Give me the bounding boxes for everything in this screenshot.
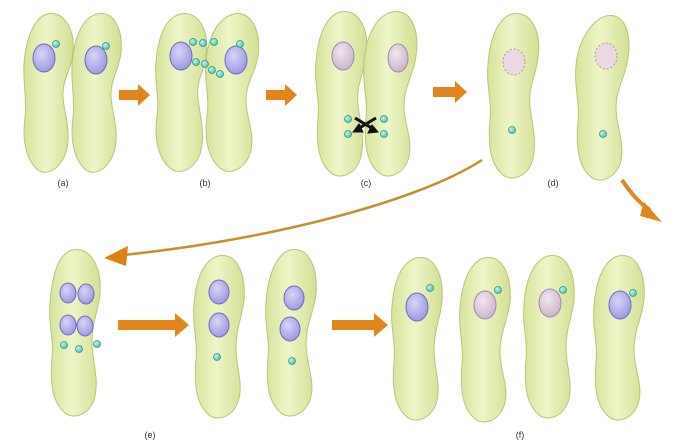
micronucleus: [344, 130, 352, 138]
paramecium-cell: [71, 13, 122, 173]
degenerated-macronucleus: [502, 48, 526, 76]
micronuclei-dividing: [189, 38, 244, 78]
stage-label: (c): [361, 178, 372, 188]
paramecium-cell: [459, 257, 511, 423]
paramecium-cell: [575, 15, 630, 181]
stage-label: (b): [200, 178, 211, 188]
micronucleus: [201, 60, 209, 68]
micronucleus: [629, 289, 637, 297]
stage-c: (c): [315, 11, 418, 188]
micronucleus: [559, 286, 567, 294]
macronucleus: [76, 315, 94, 337]
orange-arrow-icon: [332, 313, 388, 337]
micronucleus: [192, 58, 200, 66]
macronucleus: [208, 279, 230, 305]
micronucleus: [208, 66, 216, 74]
macronucleus: [208, 312, 230, 338]
micronucleus: [599, 130, 607, 138]
micronucleus: [344, 115, 352, 123]
stage-b: (b): [155, 13, 260, 188]
stage-f: (f): [391, 255, 645, 440]
micronucleus: [236, 40, 244, 48]
stage-d: (d): [487, 13, 630, 188]
paramecium-cell: [363, 11, 418, 177]
macronucleus: [32, 43, 56, 73]
macronucleus: [59, 314, 77, 336]
macronucleus: [59, 282, 77, 304]
stage-a: (a): [23, 13, 122, 188]
micronucleus: [288, 357, 296, 365]
micronucleus: [199, 39, 207, 47]
paramecium-cell: [49, 249, 101, 417]
macronucleus-fragmenting: [387, 43, 409, 73]
micronucleus: [380, 130, 388, 138]
macronucleus: [608, 290, 632, 320]
macronucleus: [279, 316, 301, 342]
macronucleus: [224, 45, 248, 75]
orange-arrow-icon: [266, 84, 297, 106]
micronucleus: [508, 126, 516, 134]
micronucleus: [75, 345, 83, 353]
orange-arrow-icon: [104, 158, 483, 266]
paramecium-cell: [593, 255, 645, 421]
paramecium-cell: [391, 257, 443, 421]
paramecium-cell: [487, 13, 540, 179]
micronucleus: [210, 38, 218, 46]
orange-arrow-icon: [620, 178, 662, 222]
micronucleus: [93, 340, 101, 348]
macronucleus: [538, 288, 562, 318]
macronucleus: [77, 283, 95, 305]
orange-arrow-icon: [118, 313, 189, 337]
crossing-black-arrows-icon: [352, 116, 380, 134]
stage-label: (f): [516, 430, 525, 440]
stage-label: (d): [548, 178, 559, 188]
paramecium-cell: [23, 13, 74, 173]
micronucleus: [380, 115, 388, 123]
macronucleus: [283, 285, 305, 311]
macronucleus: [473, 290, 497, 320]
orange-arrow-icon: [119, 84, 150, 106]
paramecium-cell: [523, 255, 575, 419]
macronucleus: [84, 45, 108, 75]
macronucleus: [405, 292, 429, 322]
micronucleus: [213, 353, 221, 361]
macronucleus-fragmenting: [331, 41, 355, 71]
micronucleus: [52, 40, 60, 48]
paramecium-cell: [205, 13, 260, 172]
stage-e: (e): [49, 249, 317, 440]
paramecium-cell: [315, 11, 368, 177]
stage-label: (e): [145, 430, 156, 440]
micronucleus: [494, 286, 502, 294]
orange-arrow-icon: [433, 81, 467, 103]
stage-label: (a): [58, 178, 69, 188]
macronucleus: [169, 41, 193, 71]
micronucleus: [60, 341, 68, 349]
micronucleus: [216, 70, 224, 78]
degenerated-macronucleus: [594, 42, 618, 70]
micronucleus: [102, 42, 110, 50]
paramecium-cell: [155, 13, 208, 172]
micronucleus: [189, 38, 197, 46]
micronucleus: [426, 284, 434, 292]
